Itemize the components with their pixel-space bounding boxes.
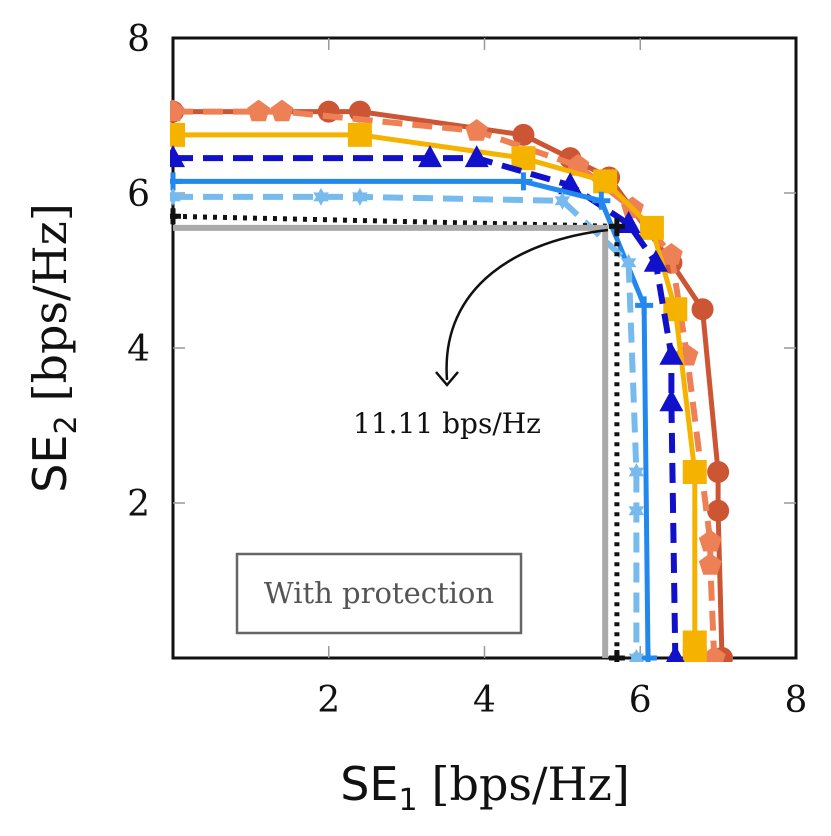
data-point [270,99,294,122]
data-point [554,191,571,210]
data-point [347,122,372,147]
data-point [247,99,271,122]
annotation-arrow [445,228,609,381]
data-point [707,499,730,522]
annotation: 11.11 bps/Hz [353,228,609,440]
data-point [682,460,707,484]
data-point [666,645,685,662]
data-point [691,298,714,321]
data-point [593,169,618,194]
data-point [352,187,368,206]
tick-labels: 2 4 6 8 2 4 6 8 [127,19,807,721]
x-tick-label: 6 [629,680,652,721]
series-4 [170,172,658,662]
series-6 [170,208,625,662]
y-tick-label: 2 [127,484,150,525]
data-point [635,296,654,315]
data-point [643,249,668,272]
series-line [173,224,609,658]
data-point [698,529,722,552]
data-point [558,172,583,195]
data-point [512,123,535,146]
data-point [170,208,181,225]
series-3 [170,145,685,662]
y-tick-label: 6 [127,174,150,215]
x-tick-label: 2 [317,680,340,721]
series-line [172,213,620,658]
series-layer [170,99,734,662]
data-point [698,553,722,575]
data-point [417,145,442,168]
series-7 [173,224,609,658]
y-tick-label: 4 [127,329,150,370]
data-point [628,501,645,520]
data-point [682,646,707,662]
box-label-frame [235,552,523,635]
box-label-group: With protection [235,552,523,635]
data-point [707,461,730,483]
data-point [608,650,625,662]
data-point [170,172,182,191]
data-point [660,243,683,265]
data-point [702,646,726,662]
data-point [620,253,637,272]
series-line [173,155,679,659]
data-point [628,649,645,662]
data-point [514,172,533,191]
annotation-arrowhead [435,371,459,387]
data-point [659,342,684,365]
data-point [464,145,489,168]
data-point [628,463,645,481]
annotation-text: 11.11 bps/Hz [353,407,541,440]
data-point [639,215,664,240]
data-point [170,145,185,168]
data-point [170,99,185,122]
axis-ticks [173,38,796,658]
y-axis-title: SE2[bps/Hz] [23,203,84,493]
data-point [659,389,684,412]
data-point [639,649,658,662]
y-tick-label: 8 [127,19,150,60]
x-axis-title: SE1[bps/Hz] [340,757,630,818]
data-point [592,191,611,210]
series-2 [170,122,707,662]
data-point [465,119,489,141]
box-label: With protection [264,576,494,610]
x-tick-label: 4 [473,680,496,721]
data-point [511,146,536,171]
data-point [170,122,185,147]
data-point [608,218,625,235]
data-point [313,187,329,206]
x-tick-label: 8 [785,680,808,721]
data-point [170,187,181,206]
